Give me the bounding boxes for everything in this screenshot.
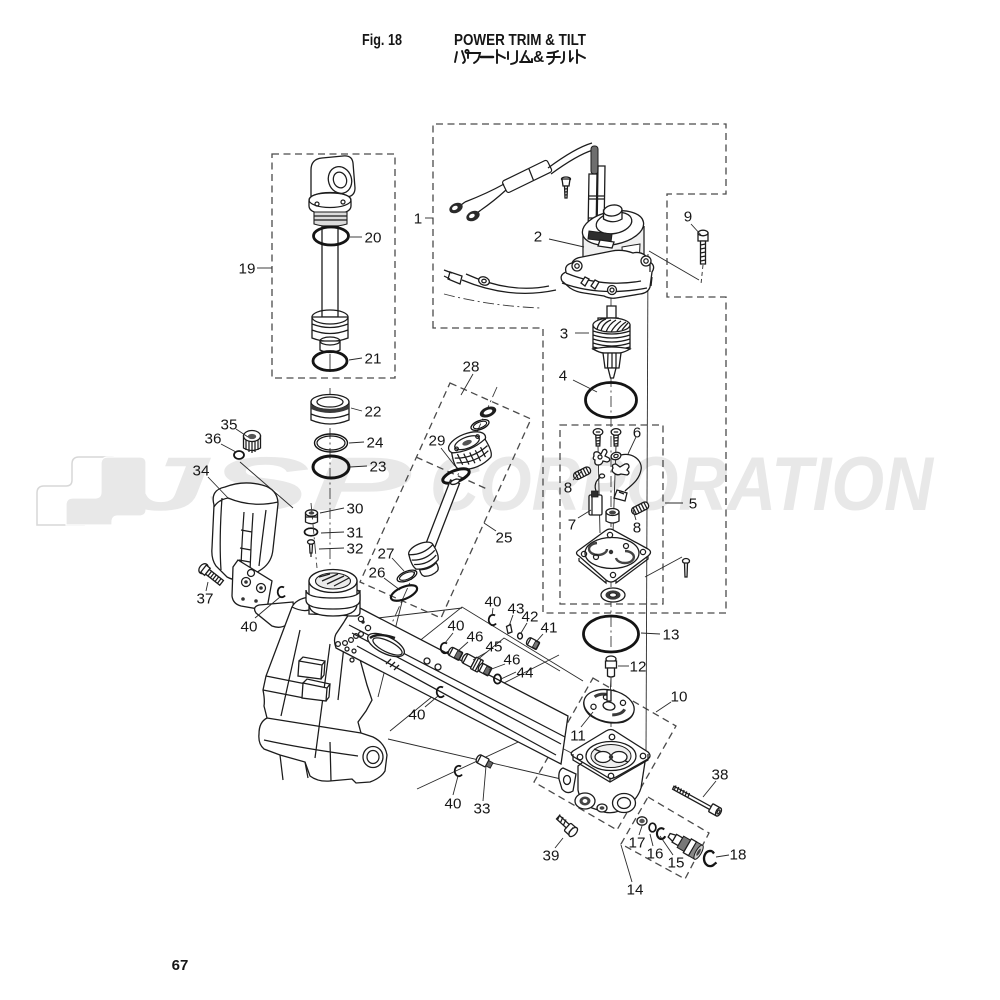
svg-text:25: 25 [496, 529, 513, 546]
svg-text:26: 26 [369, 564, 386, 581]
svg-text:28: 28 [463, 358, 480, 375]
svg-text:21: 21 [365, 350, 382, 367]
svg-text:67: 67 [172, 957, 189, 974]
svg-text:8: 8 [633, 519, 641, 536]
svg-text:Fig. 18: Fig. 18 [362, 32, 402, 49]
svg-text:6: 6 [633, 424, 641, 441]
svg-text:2: 2 [534, 228, 542, 245]
svg-text:38: 38 [712, 766, 729, 783]
svg-text:8: 8 [564, 479, 572, 496]
svg-text:17: 17 [629, 834, 646, 851]
svg-text:31: 31 [347, 524, 364, 541]
svg-text:42: 42 [522, 608, 539, 625]
svg-text:40: 40 [409, 706, 426, 723]
svg-text:40: 40 [448, 617, 465, 634]
svg-text:36: 36 [205, 430, 222, 447]
svg-text:4: 4 [559, 367, 567, 384]
svg-text:43: 43 [508, 600, 525, 617]
svg-text:44: 44 [517, 664, 534, 681]
svg-text:23: 23 [370, 458, 387, 475]
svg-text:40: 40 [241, 618, 258, 635]
svg-text:3: 3 [560, 325, 568, 342]
svg-text:1: 1 [414, 210, 422, 227]
svg-text:40: 40 [485, 593, 502, 610]
svg-text:24: 24 [367, 434, 384, 451]
svg-text:5: 5 [689, 495, 697, 512]
svg-text:7: 7 [568, 516, 576, 533]
svg-text:14: 14 [627, 881, 644, 898]
svg-text:41: 41 [541, 619, 558, 636]
svg-text:39: 39 [543, 847, 560, 864]
svg-text:22: 22 [365, 403, 382, 420]
svg-text:CORPORATION: CORPORATION [430, 442, 935, 527]
svg-text:40: 40 [445, 795, 462, 812]
svg-text:11: 11 [570, 727, 586, 744]
svg-text:POWER TRIM & TILT: POWER TRIM & TILT [454, 32, 586, 49]
svg-text:13: 13 [663, 626, 680, 643]
svg-text:45: 45 [486, 638, 503, 655]
svg-text:12: 12 [630, 658, 647, 675]
svg-text:35: 35 [221, 416, 238, 433]
svg-text:29: 29 [429, 432, 446, 449]
svg-text:37: 37 [197, 590, 214, 607]
svg-text:46: 46 [467, 628, 484, 645]
svg-text:20: 20 [365, 229, 382, 246]
svg-text:15: 15 [668, 854, 685, 871]
svg-text:33: 33 [474, 800, 491, 817]
svg-text:34: 34 [193, 462, 210, 479]
svg-text:32: 32 [347, 540, 364, 557]
svg-text:18: 18 [730, 846, 747, 863]
svg-text:27: 27 [378, 545, 395, 562]
svg-text:19: 19 [239, 260, 256, 277]
svg-text:9: 9 [684, 208, 692, 225]
svg-text:30: 30 [347, 500, 364, 517]
svg-text:46: 46 [504, 651, 521, 668]
svg-text:&: & [533, 49, 544, 66]
svg-text:16: 16 [647, 845, 664, 862]
svg-text:10: 10 [671, 688, 688, 705]
